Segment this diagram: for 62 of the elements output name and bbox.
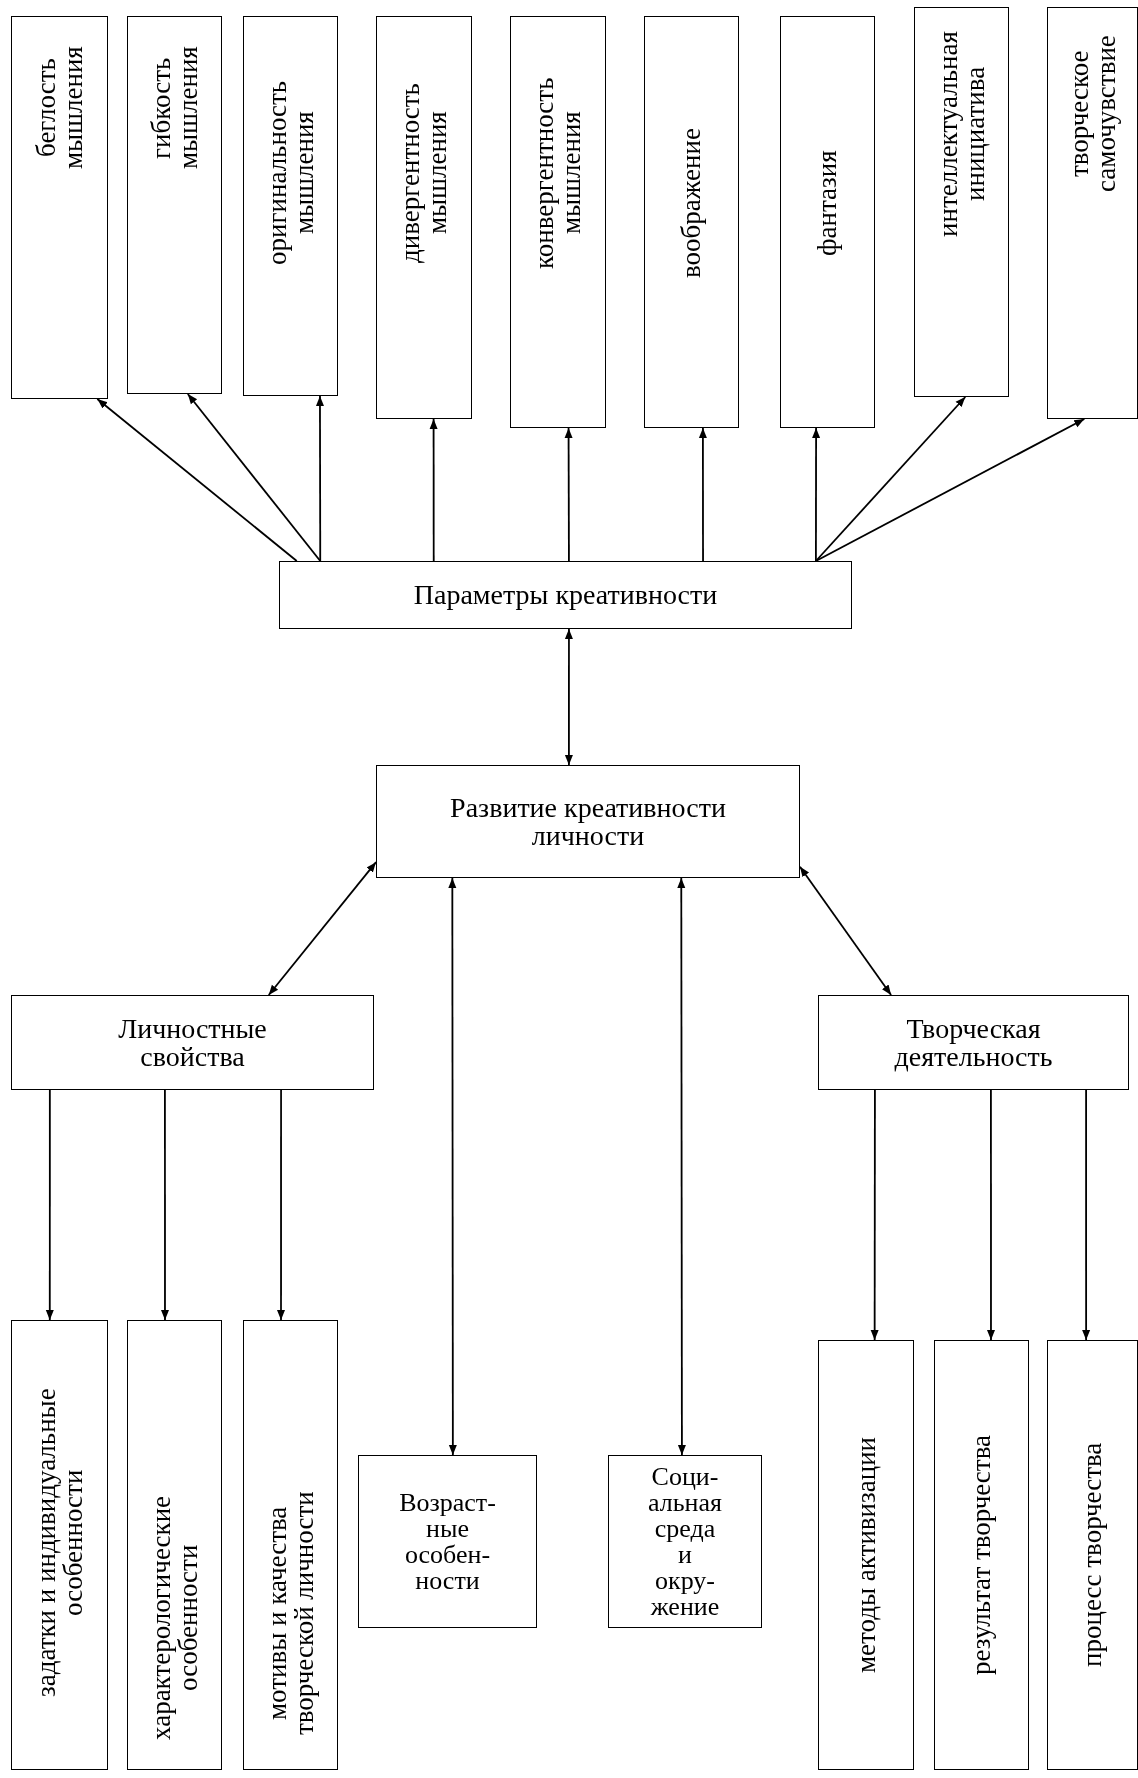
arrow (96, 398, 298, 562)
arrow (870, 1089, 879, 1341)
vertical-box (127, 1320, 222, 1770)
process-box (376, 765, 800, 878)
box-label: характерологические особенности (147, 1494, 202, 1743)
arrow (277, 1089, 285, 1321)
box-label: дивергентность мышления (397, 82, 451, 265)
arrow (815, 396, 967, 562)
arrow (161, 1089, 169, 1321)
box-label: результат творчества (968, 1434, 995, 1678)
arrow (812, 427, 821, 562)
arrow (564, 427, 573, 562)
box-label: интеллектуальная инициатива (934, 30, 989, 239)
arrow (1082, 1089, 1091, 1341)
box-label: гибкость мышления (147, 45, 202, 172)
box-label: творческое самочувствие (1065, 34, 1120, 195)
box-label: процесс творчества (1079, 1441, 1106, 1670)
vertical-box (914, 7, 1009, 397)
arrow (677, 877, 686, 1456)
arrow (429, 418, 438, 562)
box-label: Развитие креативности личности (449, 793, 727, 850)
box-label: Личностные свойства (117, 1014, 268, 1071)
arrow (564, 628, 573, 766)
process-box (608, 1455, 762, 1628)
vertical-box (780, 16, 875, 428)
vertical-box (644, 16, 739, 428)
vertical-box (127, 16, 222, 394)
vertical-box (1047, 1340, 1138, 1770)
vertical-box (11, 16, 108, 399)
box-label: воображение (678, 127, 705, 280)
arrow (267, 861, 377, 996)
vertical-box (510, 16, 606, 428)
box-label: конвергентность мышления (531, 76, 585, 271)
box-label: Параметры креативности (413, 581, 718, 609)
box-label: мотивы и качества творческой личности (263, 1490, 318, 1737)
vertical-box (243, 1320, 338, 1770)
arrow (698, 427, 707, 562)
arrow (186, 393, 322, 562)
arrow (815, 418, 1086, 562)
box-label: Соци- альная среда и окру- жение (647, 1463, 723, 1620)
process-box (818, 995, 1129, 1090)
vertical-box (376, 16, 472, 419)
arrow (987, 1089, 995, 1341)
box-label: фантазия (814, 149, 841, 258)
process-box (358, 1455, 537, 1628)
vertical-box (11, 1320, 108, 1770)
vertical-box (934, 1340, 1029, 1770)
box-label: задатки и индивидуальные особенности (32, 1387, 87, 1700)
box-label: оригинальность мышления (263, 79, 318, 268)
box-label: Возраст- ные особен- ности (398, 1489, 497, 1594)
process-box (11, 995, 374, 1090)
arrow (799, 865, 892, 996)
vertical-box (243, 16, 338, 396)
box-label: методы активизации (852, 1435, 880, 1676)
arrow (315, 395, 324, 562)
arrow (45, 1089, 54, 1321)
process-box (279, 561, 852, 629)
vertical-box (818, 1340, 914, 1770)
vertical-box (1047, 7, 1138, 419)
box-label: беглость мышления (32, 45, 87, 172)
box-label: Творческая деятельность (893, 1014, 1054, 1071)
arrow (448, 877, 457, 1456)
